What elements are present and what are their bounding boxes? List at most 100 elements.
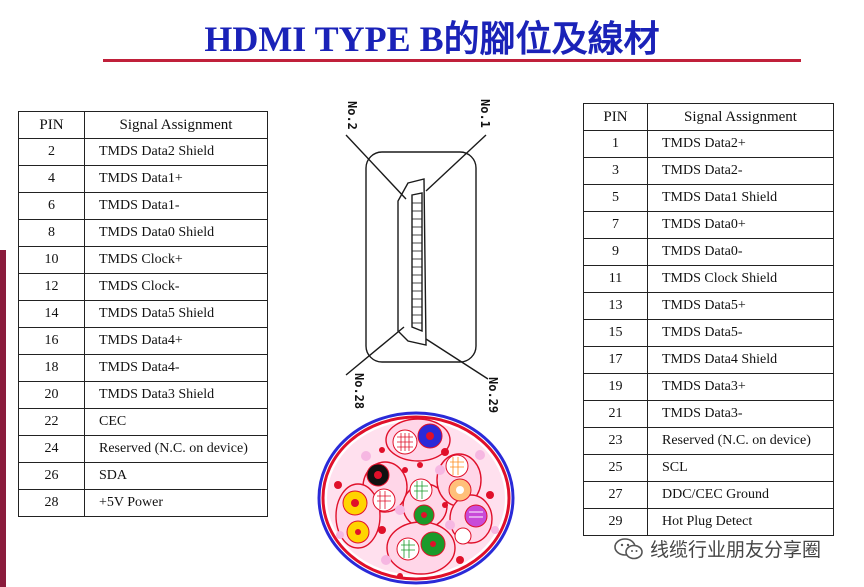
pin-number-cell: 5 (583, 184, 648, 212)
signal-cell: TMDS Clock+ (84, 246, 268, 274)
signal-cell: TMDS Data5 Shield (84, 300, 268, 328)
signal-column-header: Signal Assignment (84, 111, 268, 139)
signal-cell: TMDS Data3 Shield (84, 381, 268, 409)
pin-number-cell: 27 (583, 481, 648, 509)
pin-number-cell: 12 (18, 273, 85, 301)
connector-drawing (345, 134, 489, 380)
watermark-text: 线缆行业朋友分享圈 (650, 539, 822, 561)
pin-number-cell: 3 (583, 157, 648, 185)
connector-tongue (397, 178, 427, 346)
pin-number-cell: 17 (583, 346, 648, 374)
signal-cell: TMDS Data2+ (647, 130, 834, 158)
connector-contact-strip (411, 192, 423, 333)
pin-number-cell: 6 (18, 192, 85, 220)
signal-cell: TMDS Data3- (647, 400, 834, 428)
pin-number-cell: 26 (18, 462, 85, 490)
signal-cell: TMDS Data5+ (647, 292, 834, 320)
signal-cell: TMDS Data4+ (84, 327, 268, 355)
signal-cell: TMDS Data1+ (84, 165, 268, 193)
pin-column-header: PIN (18, 111, 85, 139)
table-header-row: PIN Signal Assignment (583, 103, 834, 131)
pin-number-cell: 4 (18, 165, 85, 193)
pin-number-cell: 9 (583, 238, 648, 266)
signal-cell: TMDS Data1 Shield (647, 184, 834, 212)
pin-number-cell: 25 (583, 454, 648, 482)
pin-number-cell: 20 (18, 381, 85, 409)
pin-number-cell: 14 (18, 300, 85, 328)
pin-number-cell: 16 (18, 327, 85, 355)
pin-number-cell: 23 (583, 427, 648, 455)
signal-cell: +5V Power (84, 489, 268, 517)
pin-number-cell: 15 (583, 319, 648, 347)
left-accent-strip (0, 250, 6, 587)
pin-number-cell: 2 (18, 138, 85, 166)
page-title: HDMI TYPE B的腳位及線材 (204, 19, 660, 59)
signal-cell: Hot Plug Detect (647, 508, 834, 536)
connector-and-cable-diagram: No.2 No.1 No.28 No.29 (317, 99, 515, 585)
pin-label-no1: No.1 (478, 99, 492, 128)
signal-column-header: Signal Assignment (647, 103, 834, 131)
signal-cell: TMDS Data4 Shield (647, 346, 834, 374)
pin-number-cell: 13 (583, 292, 648, 320)
cable-cross-section (317, 411, 515, 585)
signal-cell: TMDS Clock- (84, 273, 268, 301)
signal-cell: Reserved (N.C. on device) (84, 435, 268, 463)
pin-number-cell: 19 (583, 373, 648, 401)
pin-number-cell: 7 (583, 211, 648, 239)
pin-label-no28: No.28 (352, 373, 366, 409)
pin-number-cell: 24 (18, 435, 85, 463)
table-row: 28+5V Power (18, 489, 268, 517)
pin-number-cell: 1 (583, 130, 648, 158)
wechat-icon (614, 537, 643, 559)
signal-cell: Reserved (N.C. on device) (647, 427, 834, 455)
pin-number-cell: 10 (18, 246, 85, 274)
conductors (342, 423, 488, 561)
pin-number-cell: 28 (18, 489, 85, 517)
connector-shell (365, 151, 477, 363)
pin-number-cell: 18 (18, 354, 85, 382)
pin-number-cell: 29 (583, 508, 648, 536)
filler-dots (334, 447, 499, 579)
signal-cell: TMDS Data0- (647, 238, 834, 266)
signal-cell: SDA (84, 462, 268, 490)
signal-cell: CEC (84, 408, 268, 436)
signal-cell: TMDS Data4- (84, 354, 268, 382)
signal-cell: TMDS Data0 Shield (84, 219, 268, 247)
pin-label-no2: No.2 (345, 101, 359, 130)
signal-cell: TMDS Data5- (647, 319, 834, 347)
leader-lines (345, 134, 489, 380)
signal-cell: SCL (647, 454, 834, 482)
signal-cell: TMDS Data3+ (647, 373, 834, 401)
signal-cell: TMDS Data0+ (647, 211, 834, 239)
pin-number-cell: 11 (583, 265, 648, 293)
pin-number-cell: 22 (18, 408, 85, 436)
signal-cell: DDC/CEC Ground (647, 481, 834, 509)
signal-cell: TMDS Clock Shield (647, 265, 834, 293)
